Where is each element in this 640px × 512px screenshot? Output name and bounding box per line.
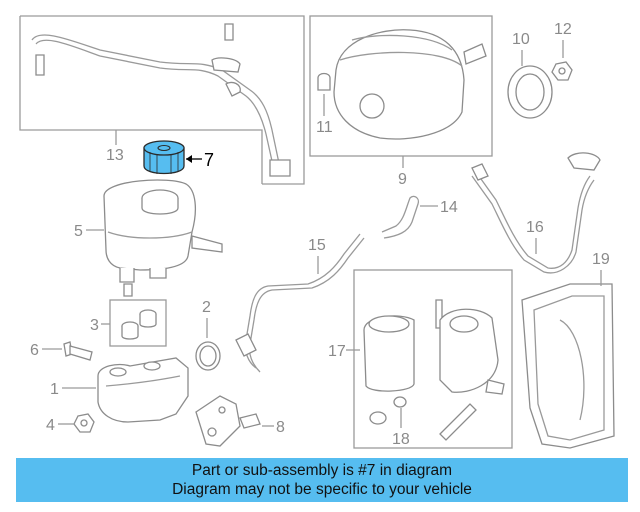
part-2-o-ring: 2 xyxy=(195,299,221,371)
part-8-bracket: 8 xyxy=(195,395,285,447)
banner-line-2: Diagram may not be specific to your vehi… xyxy=(172,481,472,498)
part-14-vacuum-hose: 14 xyxy=(381,195,458,239)
callout-18: 18 xyxy=(392,431,410,448)
banner-line-1: Part or sub-assembly is #7 in diagram xyxy=(191,462,453,479)
part-13-brake-line-group: 13 xyxy=(19,15,305,185)
part-16-vacuum-line: 16 xyxy=(471,152,601,274)
callout-1: 1 xyxy=(50,381,59,398)
part-6-bolt: 6 xyxy=(30,341,93,361)
part-5-reservoir: 5 xyxy=(74,179,223,297)
callout-17: 17 xyxy=(328,343,346,360)
part-12-nut: 12 xyxy=(551,21,573,81)
part-3-grommet-kit: 3 xyxy=(90,299,167,347)
part-10-gasket: 10 xyxy=(507,31,553,119)
callout-13: 13 xyxy=(106,147,124,164)
callout-10: 10 xyxy=(512,31,530,48)
part-7-reservoir-cap: 7 xyxy=(143,140,214,175)
callout-8: 8 xyxy=(276,419,285,436)
callout-3: 3 xyxy=(90,317,99,334)
callout-11: 11 xyxy=(316,119,333,136)
callout-15: 15 xyxy=(308,237,326,254)
part-9-brake-booster-group: 11 9 xyxy=(309,15,493,188)
part-15-vacuum-line: 15 xyxy=(235,233,365,373)
callout-6: 6 xyxy=(30,342,39,359)
callout-4: 4 xyxy=(46,417,55,434)
callout-5: 5 xyxy=(74,223,83,240)
callout-2: 2 xyxy=(202,299,211,316)
callout-12: 12 xyxy=(554,21,572,38)
callout-16: 16 xyxy=(526,219,544,236)
callout-7: 7 xyxy=(204,150,214,170)
part-1-master-cylinder: 1 xyxy=(50,357,189,423)
part-17-abs-unit-group: 17 18 xyxy=(328,269,513,449)
part-19-heat-shield: 19 xyxy=(521,251,615,449)
callout-14: 14 xyxy=(440,199,458,216)
info-banner: Part or sub-assembly is #7 in diagram Di… xyxy=(16,458,628,502)
callout-9: 9 xyxy=(398,171,407,188)
callout-19: 19 xyxy=(592,251,610,268)
part-4-nut: 4 xyxy=(46,413,95,434)
